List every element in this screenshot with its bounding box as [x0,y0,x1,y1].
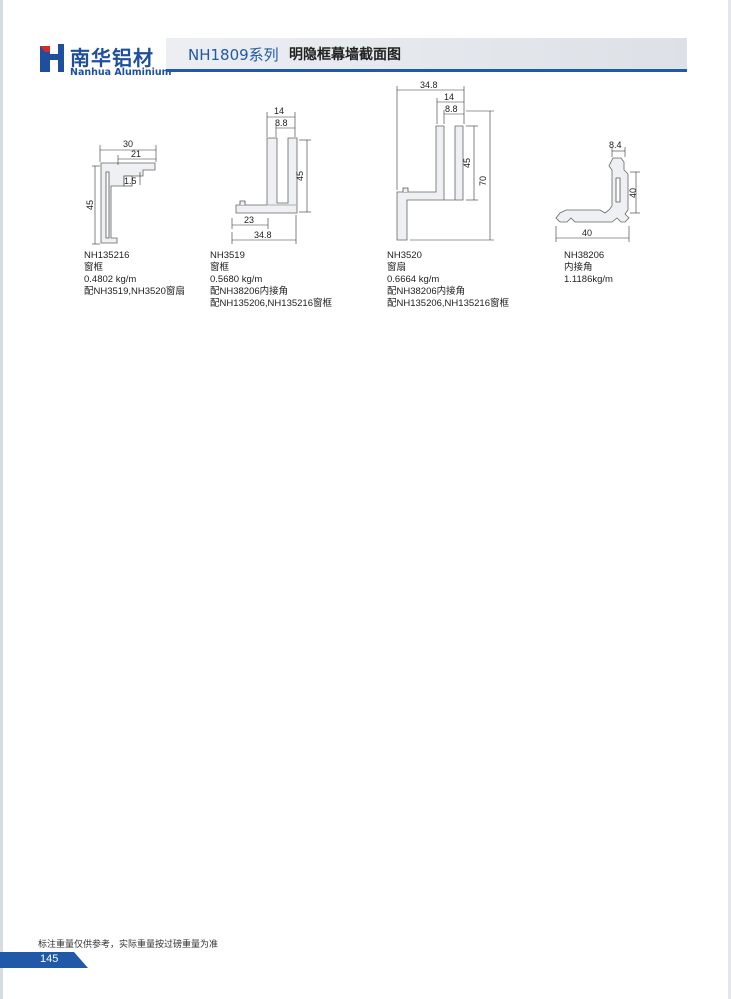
dim-label: 14 [444,92,454,102]
profile-nh38206-dims [555,147,640,242]
profile-nh3520-section [396,125,464,241]
profile-nh135216-dims [92,145,157,245]
page-number: 145 [40,953,59,965]
profile-weight: 0.5680 kg/m [210,274,263,285]
dim-label: 8.4 [609,140,622,150]
series-name: NH1809系列 [188,46,279,64]
page-edge-right [728,0,731,999]
header-band [166,38,687,69]
profile-code: NH3520 [387,250,422,261]
page-edge-left [0,0,3,999]
profile-weight: 0.4802 kg/m [84,274,137,285]
brand-mark-icon [40,44,64,72]
profile-nh135216-section [100,162,156,244]
dim-label: 23 [244,215,254,225]
page-header: 南华铝材 Nanhua Aluminium NH1809系列 明隐框幕墙截面图 [0,38,731,78]
profile-weight: 0.6664 kg/m [387,274,440,285]
profile-caption-nh135216: NH135216 窗框 0.4802 kg/m 配NH3519,NH3520窗扇 [84,250,185,298]
profile-caption-nh3519: NH3519 窗框 0.5680 kg/m 配NH38206内接角 配NH135… [210,250,332,310]
profile-note: 配NH135206,NH135216窗框 [387,298,509,309]
dim-label: 8.8 [445,104,458,114]
brand-logo: 南华铝材 Nanhua Aluminium [38,42,172,78]
profile-nh38206-section [555,157,630,223]
profile-drawings: 30 21 1.5 45 14 8.8 45 23 34.8 34.8 14 8… [85,80,640,245]
profile-type: 内接角 [564,262,593,273]
dim-label: 45 [295,171,305,181]
dim-label: 34.8 [254,230,272,240]
dim-label: 45 [462,158,472,168]
header-rule [166,69,687,72]
profile-note: 配NH38206内接角 [387,286,466,297]
profile-note: 配NH135206,NH135216窗框 [210,298,332,309]
dim-label: 30 [123,139,133,149]
dim-label: 45 [85,200,95,210]
profile-nh3519-section [235,137,298,214]
profile-weight: 1.1186kg/m [564,274,613,285]
dim-label: 8.8 [275,118,288,128]
profile-caption-nh3520: NH3520 窗扇 0.6664 kg/m 配NH38206内接角 配NH135… [387,250,509,310]
page-number-tab [0,952,88,968]
profile-note: 配NH3519,NH3520窗扇 [84,286,185,297]
profile-code: NH3519 [210,250,245,261]
profile-note: 配NH38206内接角 [210,286,289,297]
profile-nh3520-dims [396,86,494,241]
brand-name-cn: 南华铝材 [70,46,154,70]
dim-label: 21 [131,149,141,159]
profile-type: 窗框 [84,262,104,273]
profile-nh3519-dims [231,112,311,244]
page-title: 明隐框幕墙截面图 [289,47,401,63]
dim-label: 40 [628,188,638,198]
dim-label: 1.5 [124,176,137,186]
profile-caption-nh38206: NH38206 内接角 1.1186kg/m [564,250,613,286]
dim-label: 70 [478,176,488,186]
dim-label: 14 [274,106,284,116]
profile-code: NH135216 [84,250,130,261]
dim-label: 34.8 [420,80,438,90]
profile-type: 窗框 [210,262,230,273]
brand-name-en: Nanhua Aluminium [70,67,172,78]
weight-disclaimer: 标注重量仅供参考，实际重量按过磅重量为准 [38,940,219,950]
dim-label: 40 [582,228,592,238]
profile-code: NH38206 [564,250,605,261]
profile-type: 窗扇 [387,262,407,273]
